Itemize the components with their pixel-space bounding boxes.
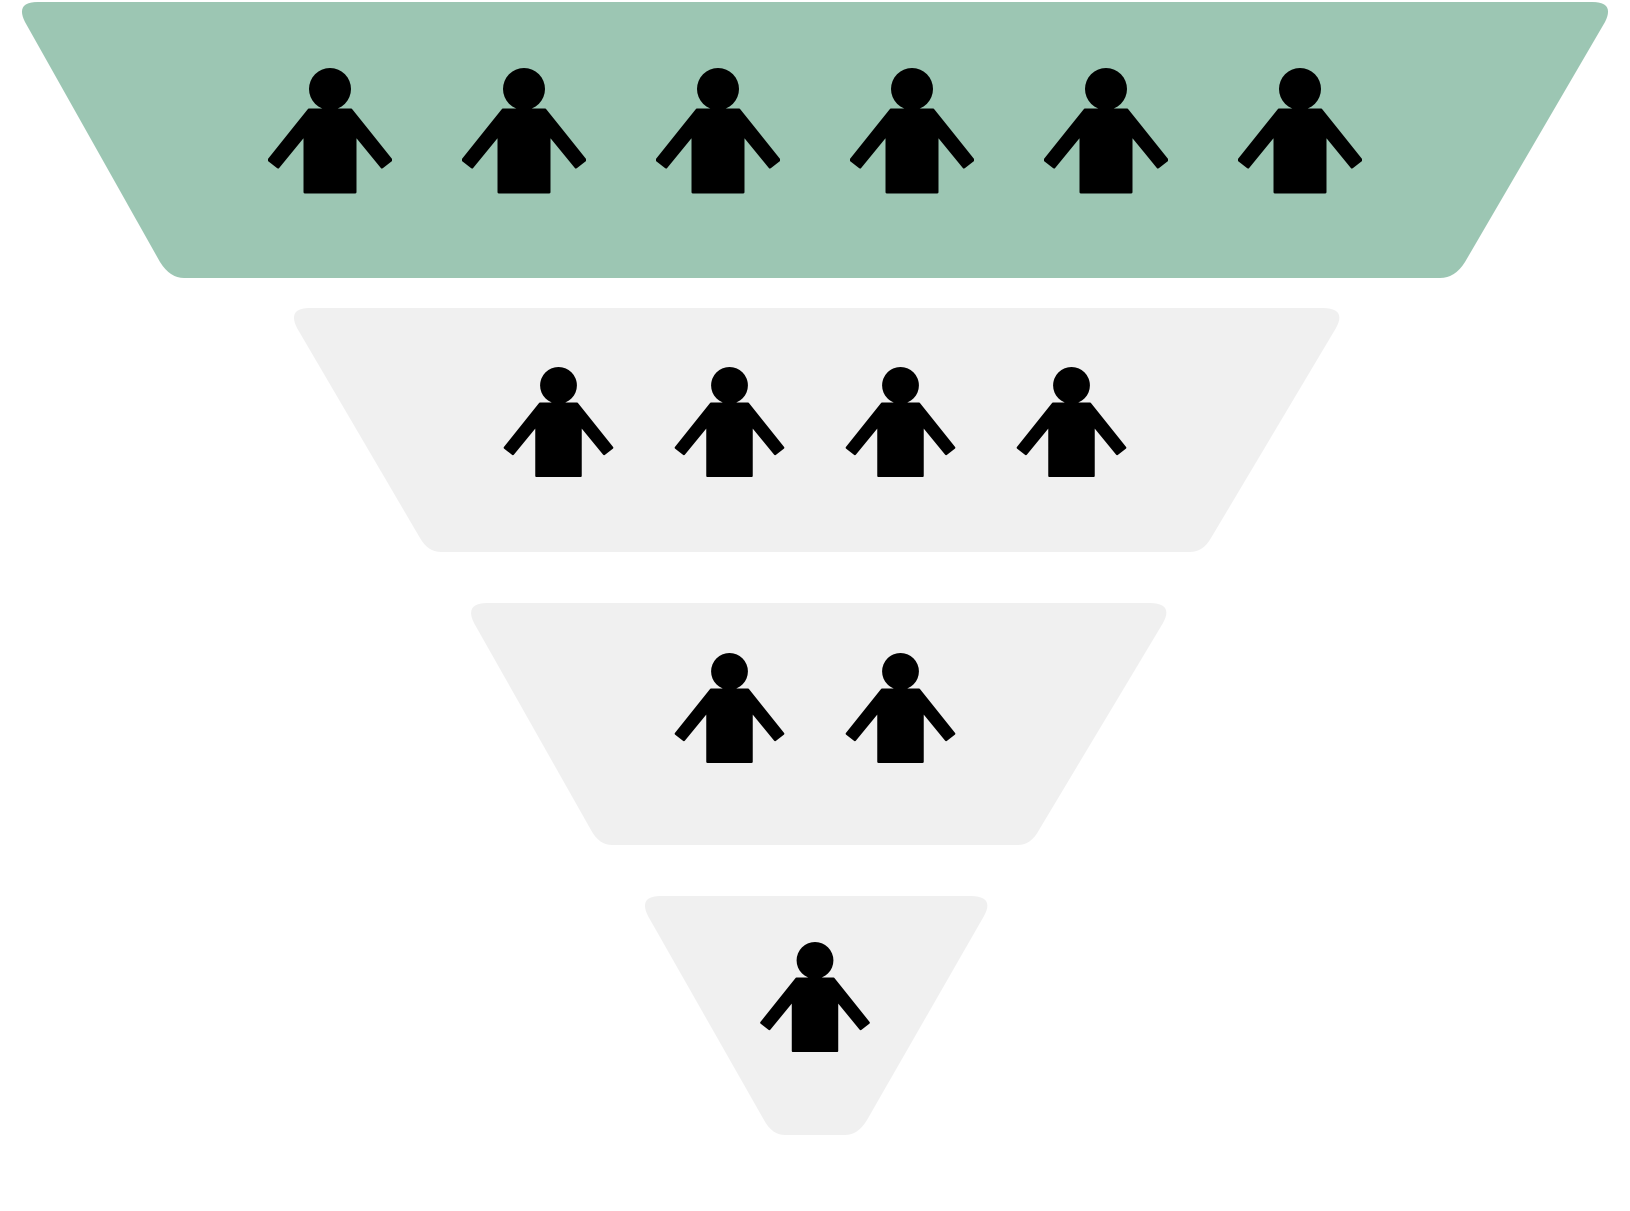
funnel-stage-3-band: [471, 603, 1167, 845]
funnel-stage-1-band: [21, 2, 1609, 278]
funnel-stage-3: [471, 603, 1167, 845]
funnel-stage-2-band: [293, 308, 1340, 552]
funnel-stage-2: [293, 308, 1340, 552]
funnel-stage-4: [644, 896, 988, 1135]
funnel-stage-1: [21, 2, 1609, 278]
